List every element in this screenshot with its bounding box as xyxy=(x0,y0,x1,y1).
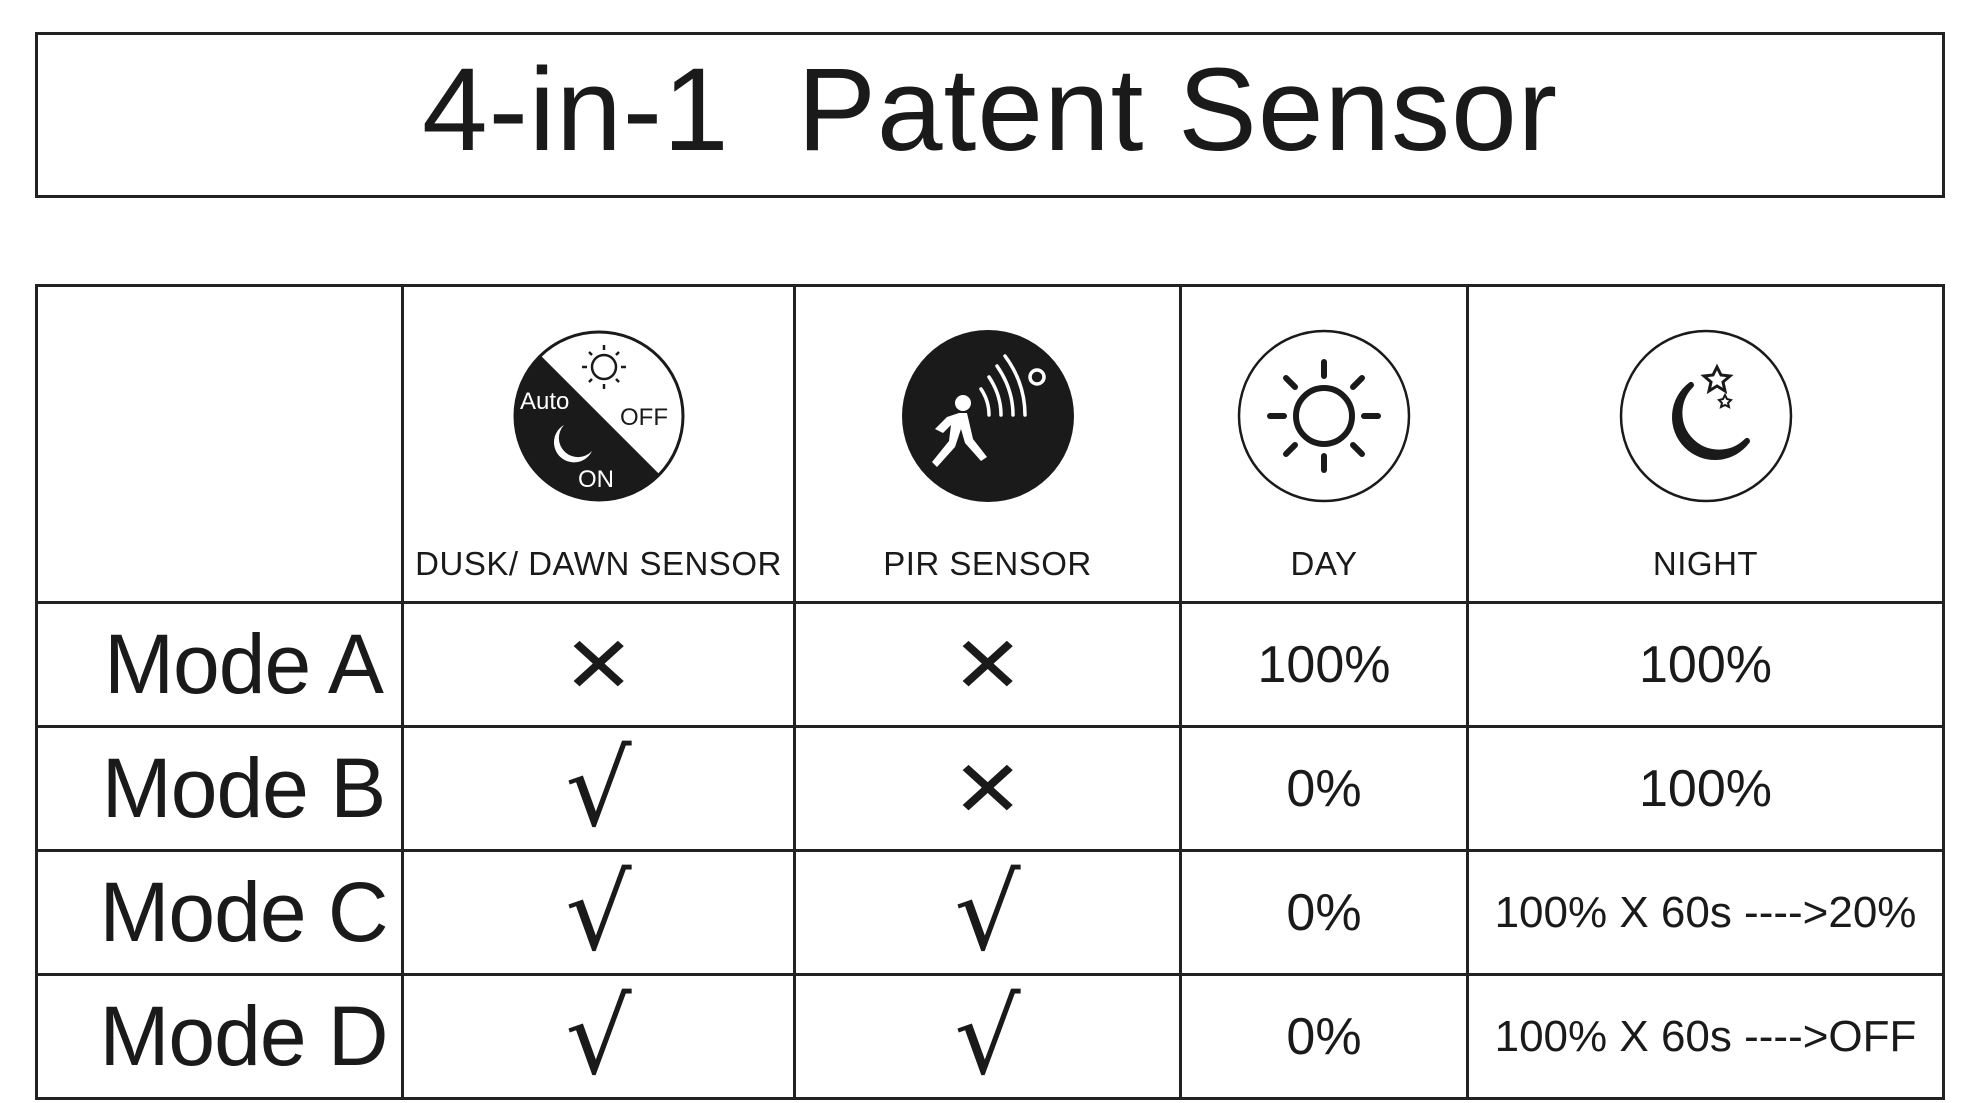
header-day: DAY xyxy=(1179,284,1469,604)
header-label: DUSK/ DAWN SENSOR xyxy=(415,545,782,582)
mode-name: Mode C xyxy=(35,849,404,976)
dusk-on-text: ON xyxy=(578,466,614,493)
table-row: Mode B √ ✕ 0% 100% xyxy=(35,725,1945,852)
dusk-auto-text: Auto xyxy=(520,388,569,415)
cell-night: 100% X 60s ---->OFF xyxy=(1466,973,1945,1100)
cell-pir: ✕ xyxy=(793,601,1182,728)
moon-icon xyxy=(1619,329,1792,503)
dusk-off-text: OFF xyxy=(620,404,668,431)
cell-night: 100% xyxy=(1466,601,1945,728)
header-night: NIGHT xyxy=(1466,284,1945,604)
cell-pir: √ xyxy=(793,973,1182,1100)
mode-name: Mode D xyxy=(35,973,404,1100)
cell-dusk-dawn: √ xyxy=(401,725,796,852)
header-corner-cell xyxy=(35,284,404,604)
motion-sensor-icon xyxy=(901,330,1074,502)
header-pir: PIR SENSOR xyxy=(793,284,1182,604)
table-row: Mode A ✕ ✕ 100% 100% xyxy=(35,601,1945,728)
cell-pir: √ xyxy=(793,849,1182,976)
cell-day: 0% xyxy=(1179,849,1469,976)
table-row: Mode C √ √ 0% 100% X 60s ---->20% xyxy=(35,849,1945,976)
page-title: 4-in-1 Patent Sensor xyxy=(421,44,1559,176)
cell-dusk-dawn: √ xyxy=(401,849,796,976)
mode-name: Mode B xyxy=(35,725,404,852)
cross-mark: ✕ xyxy=(951,744,1024,833)
dusk-dawn-icon: Auto OFF ON xyxy=(513,330,684,502)
check-mark: √ xyxy=(954,975,1021,1098)
table-row: Mode D √ √ 0% 100% X 60s ---->OFF xyxy=(35,973,1945,1100)
mode-name: Mode A xyxy=(35,601,404,728)
check-mark: √ xyxy=(565,727,632,850)
cell-night: 100% X 60s ---->20% xyxy=(1466,849,1945,976)
table-header-row: Auto OFF ON DUSK/ DAWN SENSOR xyxy=(35,284,1945,604)
cell-day: 0% xyxy=(1179,973,1469,1100)
check-mark: √ xyxy=(565,851,632,974)
header-label: NIGHT xyxy=(1652,545,1759,582)
header-label: DAY xyxy=(1290,545,1358,582)
check-mark: √ xyxy=(565,975,632,1098)
title-box: 4-in-1 Patent Sensor xyxy=(35,32,1945,198)
cell-dusk-dawn: ✕ xyxy=(401,601,796,728)
cross-mark: ✕ xyxy=(951,620,1024,709)
cell-day: 100% xyxy=(1179,601,1469,728)
check-mark: √ xyxy=(954,851,1021,974)
mode-table: Auto OFF ON DUSK/ DAWN SENSOR xyxy=(35,284,1945,1100)
cell-dusk-dawn: √ xyxy=(401,973,796,1100)
cell-night: 100% xyxy=(1466,725,1945,852)
cell-day: 0% xyxy=(1179,725,1469,852)
header-label: PIR SENSOR xyxy=(883,545,1092,582)
cross-mark: ✕ xyxy=(562,620,635,709)
header-dusk-dawn: Auto OFF ON DUSK/ DAWN SENSOR xyxy=(401,284,796,604)
cell-pir: ✕ xyxy=(793,725,1182,852)
sun-icon xyxy=(1237,329,1411,503)
